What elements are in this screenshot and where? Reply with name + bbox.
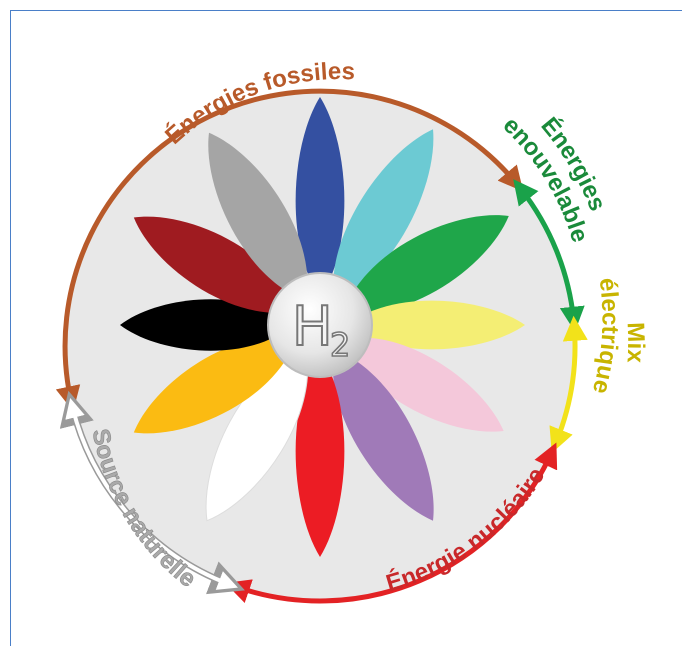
mix-label-line2-text: électrique xyxy=(587,276,624,396)
arc-mix xyxy=(549,315,588,454)
h2-center: H 2 xyxy=(267,272,373,378)
arc-renewable xyxy=(513,179,585,332)
h2-subscript: 2 xyxy=(330,326,350,364)
mix-label-line2: électrique xyxy=(587,276,624,396)
arc-fossil xyxy=(55,88,524,412)
mix-label-line1: Mix xyxy=(621,322,649,364)
figure-frame xyxy=(10,10,682,646)
arc-nuclear xyxy=(225,442,558,604)
arc-natural xyxy=(65,397,238,590)
h2-circle xyxy=(267,272,373,378)
arc-group xyxy=(55,88,588,604)
mix-label-line1-text: Mix xyxy=(621,322,649,364)
h2-symbol: H xyxy=(292,295,333,358)
